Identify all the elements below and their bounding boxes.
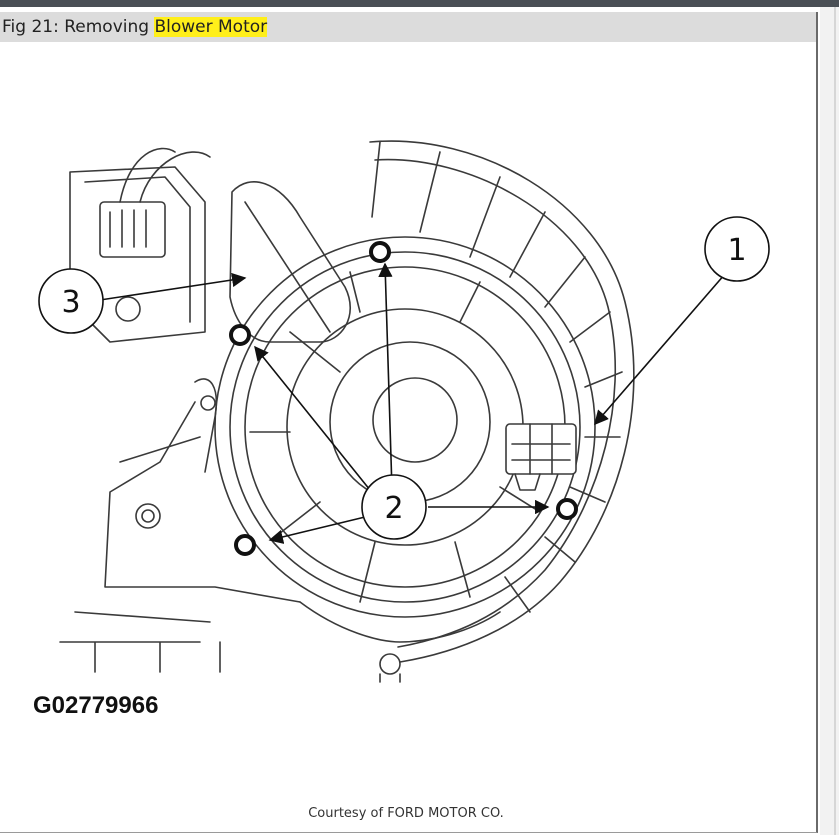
housing-rib-3 [469, 176, 501, 258]
motor-spoke-1 [289, 331, 341, 373]
motor-connector-tab [514, 473, 541, 491]
mounting-screws [229, 241, 578, 556]
connector-wire-1 [119, 147, 176, 203]
housing-rib-2 [419, 151, 441, 233]
motor-flange [299, 601, 501, 643]
left-pin [200, 395, 216, 411]
leader-1 [594, 273, 726, 426]
motor-spoke-3 [274, 501, 321, 538]
housing-rib-1 [371, 141, 381, 218]
figure-code: G02779966 [33, 692, 159, 719]
connector-plug-lines [109, 209, 147, 248]
connector-mount [115, 296, 141, 322]
motor-spoke-8 [349, 271, 361, 313]
motor-spoke-5 [454, 541, 471, 598]
motor-ring-5 [329, 341, 491, 503]
housing-rib-10 [544, 536, 576, 563]
figure-panel: Fig 21: Removing Blower Motor [0, 12, 818, 833]
housing-outline [369, 140, 635, 663]
callout-2 [361, 474, 427, 540]
housing-rib-7 [584, 371, 623, 388]
screw-bottom-left [234, 534, 256, 556]
leader-3 [99, 272, 247, 301]
scrollbar-track[interactable] [820, 7, 839, 835]
housing-rib-9 [569, 486, 606, 503]
housing-rib-4 [509, 211, 546, 278]
motor-hub [372, 377, 458, 463]
caption-prefix: Fig 21: Removing [2, 17, 155, 37]
callout-1 [704, 216, 770, 282]
callout-1-label: 1 [727, 233, 746, 268]
lower-housing-boss [135, 503, 161, 529]
connector-outline-2 [84, 176, 191, 323]
screw-top [369, 241, 391, 263]
housing-inner-rim [374, 158, 617, 648]
motor-spoke-7 [459, 281, 481, 323]
bottom-stem [379, 673, 401, 683]
courtesy-credit: Courtesy of FORD MOTOR CO. [308, 806, 504, 821]
callout-3 [38, 268, 104, 334]
window-top-bar [0, 0, 839, 7]
screw-left [229, 324, 251, 346]
housing-rib-5 [544, 256, 586, 308]
callout-3-label: 3 [61, 285, 80, 320]
leader-2-left [254, 345, 371, 491]
lower-housing-4 [74, 611, 211, 623]
left-flange [194, 378, 218, 473]
motor-connector [505, 423, 577, 475]
motor-ring-2 [229, 251, 581, 603]
lower-housing [104, 401, 301, 603]
leader-2-bottom [268, 516, 366, 544]
figure-caption: Fig 21: Removing Blower Motor [0, 12, 816, 42]
lower-housing-3 [59, 641, 221, 673]
connector-wire-2 [139, 151, 211, 203]
motor-connector-detail [511, 423, 571, 475]
lower-housing-2 [119, 436, 201, 463]
housing-rib-6 [569, 311, 611, 343]
scrollbar-groove [834, 7, 836, 835]
housing-rib-11 [504, 576, 531, 613]
motor-ring-outer [214, 236, 596, 618]
caption-highlight: Blower Motor [154, 17, 268, 37]
duct-inner [244, 201, 331, 333]
motor-spoke-6 [499, 486, 541, 513]
lower-housing-boss-inner [141, 509, 155, 523]
leader-2-top [378, 262, 393, 491]
screw-right [556, 498, 578, 520]
bottom-post [379, 653, 401, 675]
callout-2-label: 2 [384, 491, 403, 526]
blower-motor-diagram: 1 2 3 [38, 140, 770, 683]
connector-plug [99, 201, 166, 258]
motor-spoke-4 [359, 541, 376, 603]
